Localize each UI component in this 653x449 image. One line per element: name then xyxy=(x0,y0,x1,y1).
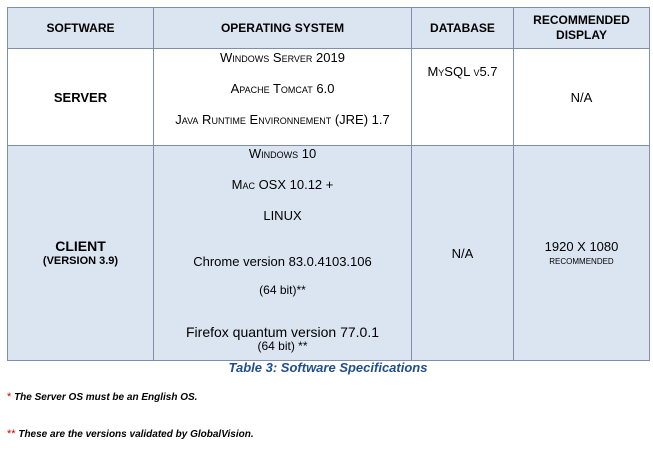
server-display-cell: N/A xyxy=(513,48,650,146)
client-row: CLIENT (VERSION 3.9) Windows 10 Mac OSX … xyxy=(7,145,650,361)
server-database-cell: MySQL v5.7 xyxy=(411,48,514,146)
client-database-cell: N/A xyxy=(411,145,514,361)
server-software-cell: SERVER xyxy=(7,48,154,146)
server-os-cell: Windows Server 2019 Apache Tomcat 6.0 Ja… xyxy=(153,48,412,146)
client-display-resolution: 1920 X 1080 xyxy=(544,238,619,254)
client-os-cell: Windows 10 Mac OSX 10.12 + LINUX Chrome … xyxy=(153,145,412,361)
header-display-line1: RECOMMENDED xyxy=(533,13,630,27)
footnote-text: The Server OS must be an English OS. xyxy=(14,392,198,403)
client-os-chrome: Chrome version 83.0.4103.106 xyxy=(193,254,372,269)
header-row: SOFTWARE OPERATING SYSTEM DATABASE RECOM… xyxy=(7,7,650,49)
header-operating-system: OPERATING SYSTEM xyxy=(153,7,412,49)
client-os-chrome-bit: (64 bit)** xyxy=(259,283,306,297)
header-database: DATABASE xyxy=(411,7,514,49)
client-software-title: CLIENT xyxy=(55,238,106,254)
header-display-line2: DISPLAY xyxy=(556,28,607,42)
server-os-jre: Java Runtime Environnement (JRE) 1.7 xyxy=(175,112,390,127)
footnote-text: These are the versions validated by Glob… xyxy=(18,429,254,440)
client-os-linux: LINUX xyxy=(263,208,302,223)
client-display-cell: 1920 X 1080 recommended xyxy=(513,145,650,361)
server-database-value: MySQL v5.7 xyxy=(427,64,498,79)
client-software-cell: CLIENT (VERSION 3.9) xyxy=(7,145,154,361)
client-display-recommended: recommended xyxy=(549,254,614,267)
client-software-version: (VERSION 3.9) xyxy=(42,255,119,267)
client-os-firefox-bit: (64 bit) ** xyxy=(257,339,308,353)
header-recommended-display: RECOMMENDED DISPLAY xyxy=(513,7,650,49)
server-os-tomcat: Apache Tomcat 6.0 xyxy=(230,81,335,96)
footnote-validated-versions: ** These are the versions validated by G… xyxy=(7,428,254,440)
server-os-windows: Windows Server 2019 xyxy=(220,50,345,65)
client-os-firefox: Firefox quantum version 77.0.1 xyxy=(186,324,379,340)
footnote-star: * xyxy=(7,391,12,403)
server-row: SERVER Windows Server 2019 Apache Tomcat… xyxy=(7,48,650,146)
software-spec-table: SOFTWARE OPERATING SYSTEM DATABASE RECOM… xyxy=(7,7,650,361)
table-caption: Table 3: Software Specifications xyxy=(228,360,428,375)
footnote-double-star: ** xyxy=(7,428,16,440)
header-software: SOFTWARE xyxy=(7,7,154,49)
client-os-windows: Windows 10 xyxy=(248,146,317,161)
client-os-mac: Mac OSX 10.12 + xyxy=(231,177,334,192)
footnote-server-os: * The Server OS must be an English OS. xyxy=(7,391,197,403)
